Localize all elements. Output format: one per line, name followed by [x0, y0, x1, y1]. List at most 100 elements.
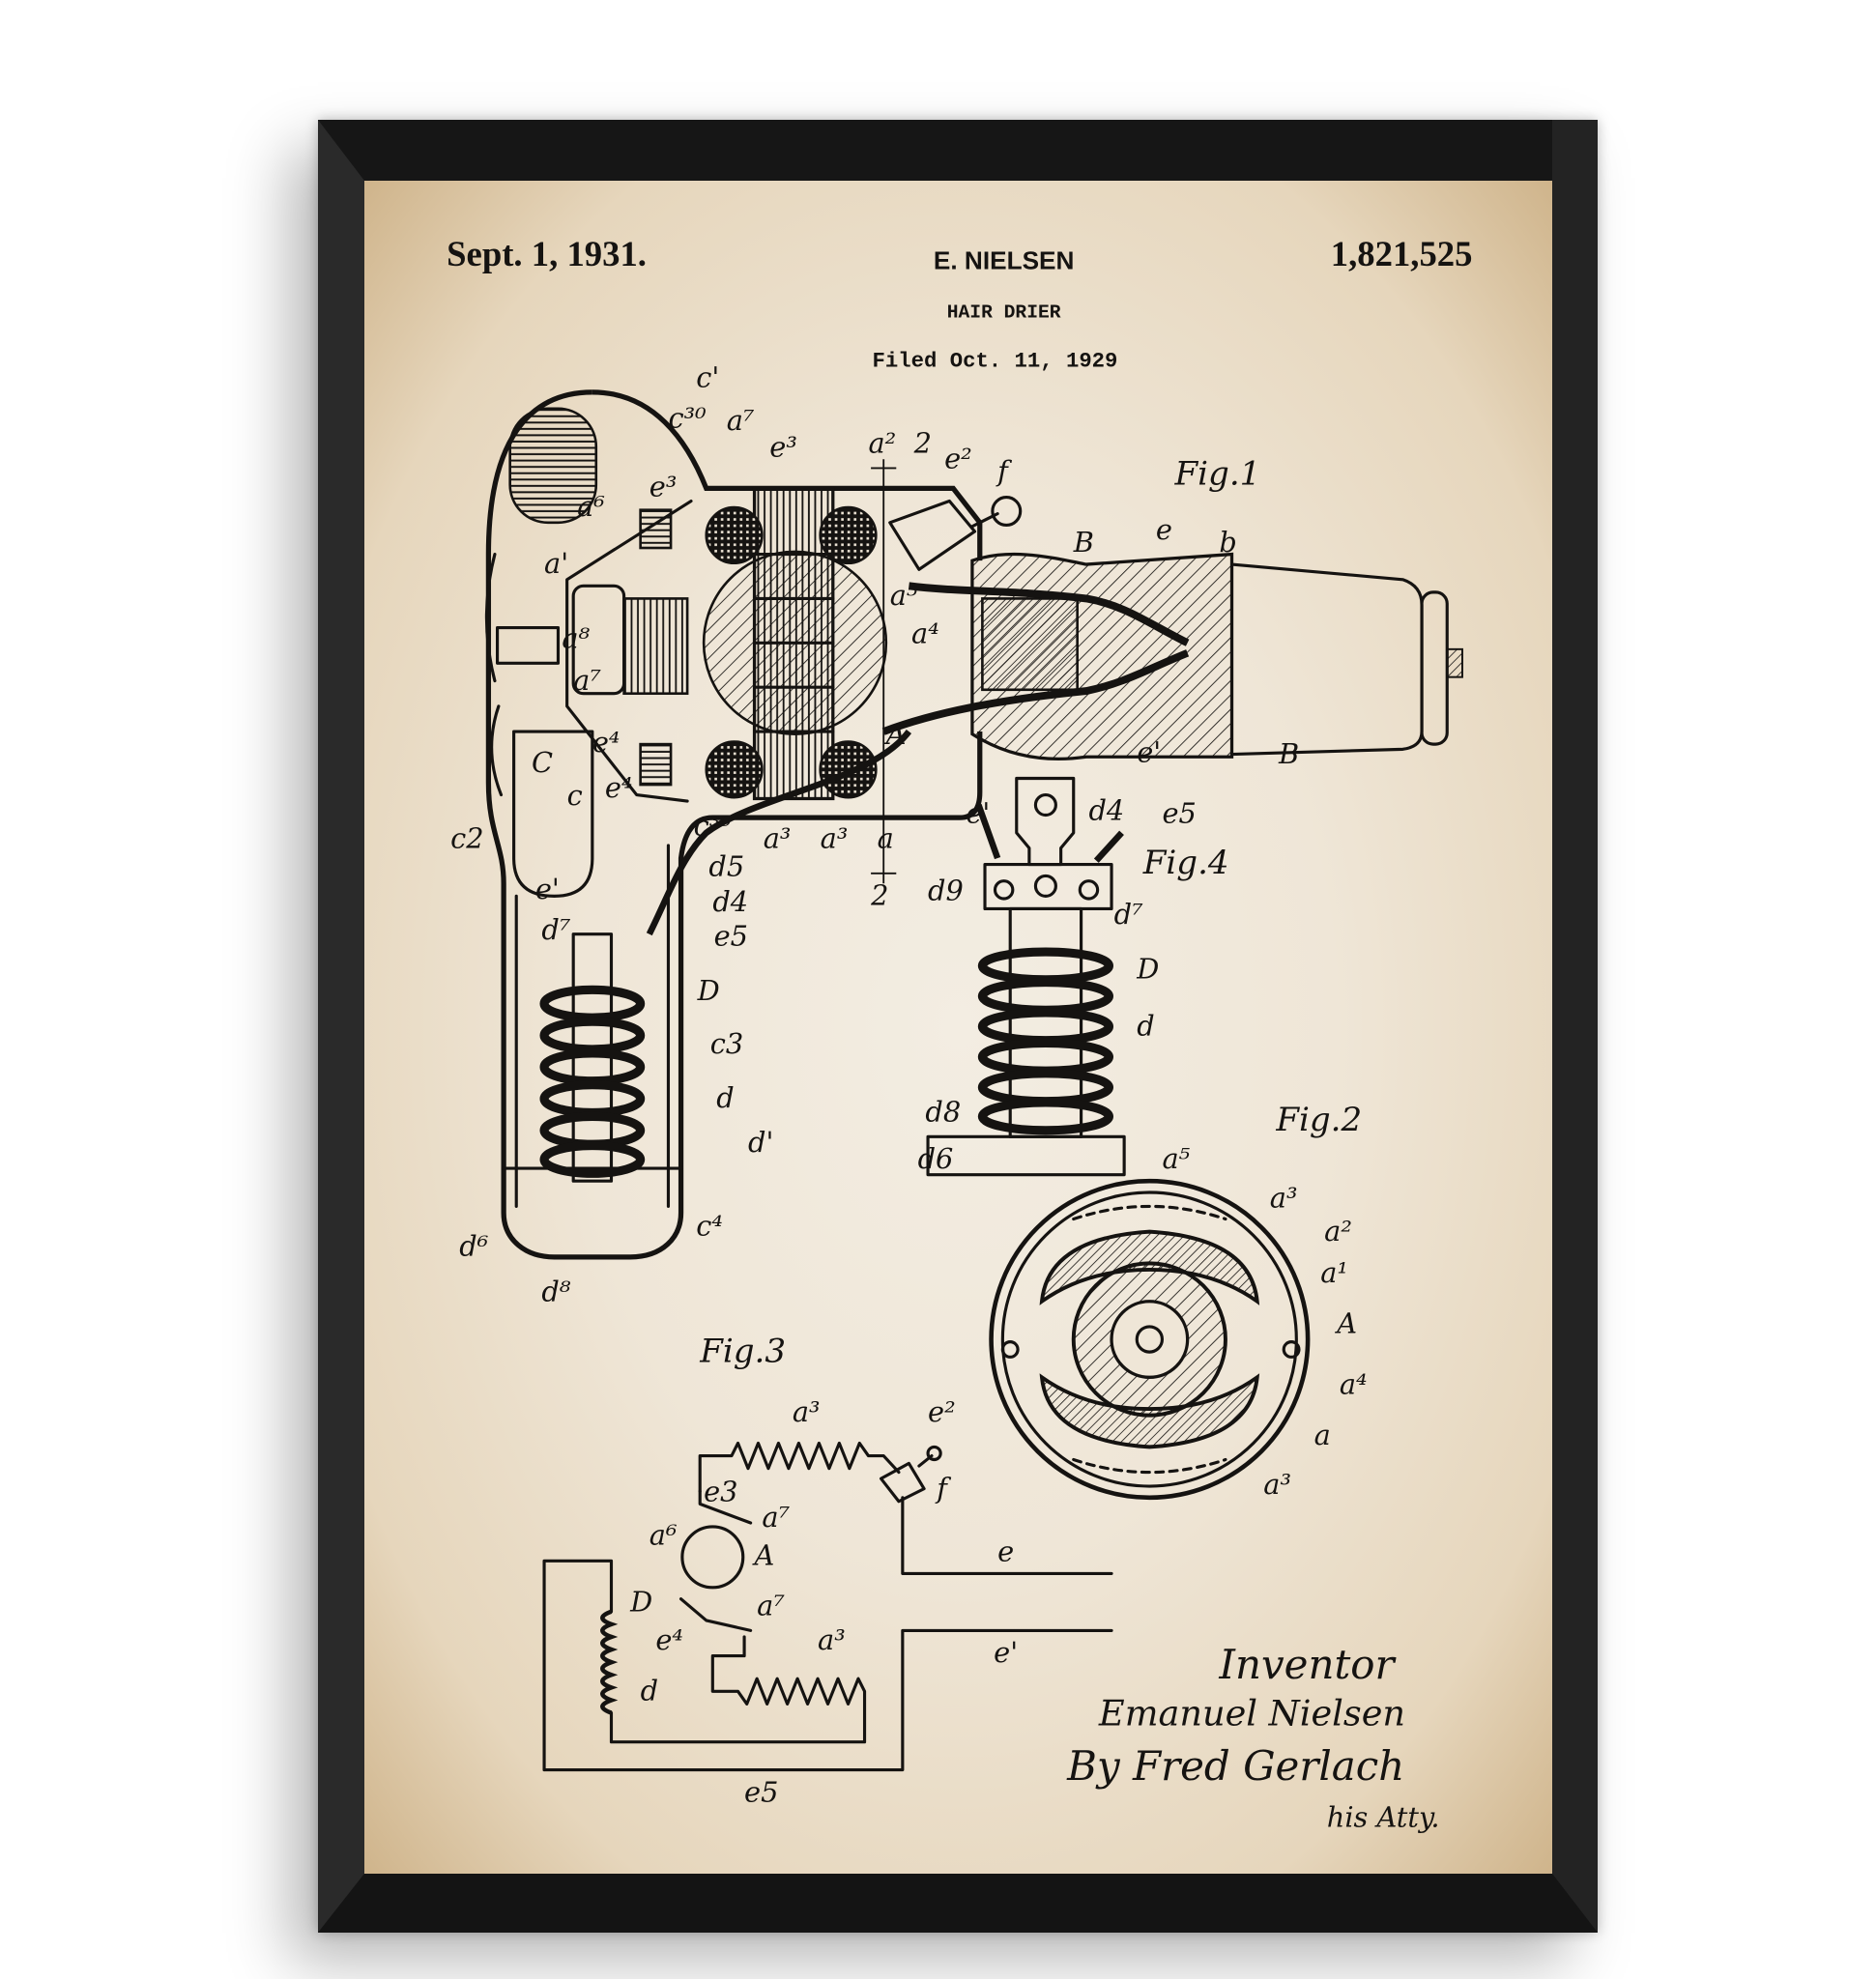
ref-label: c	[567, 779, 583, 812]
wire-e-prime	[881, 649, 1190, 735]
fan-blades-side	[484, 552, 504, 797]
patent-number: 1,821,525	[1331, 234, 1473, 273]
fan-blade-top	[508, 407, 598, 525]
ref-label: e²	[944, 442, 972, 474]
ref-label: a⁷	[757, 1590, 785, 1622]
terminal-hole	[1033, 792, 1057, 817]
frame-bevel-top	[318, 120, 1598, 181]
inventor-label: Inventor	[1218, 1641, 1397, 1688]
cord-stub	[1446, 647, 1463, 678]
ref-label: a³	[1263, 1468, 1291, 1501]
ref-label: a⁷	[762, 1501, 790, 1534]
ref-label: e³	[769, 431, 797, 464]
ref-label: e³	[649, 470, 678, 502]
ref-label: d	[641, 1674, 658, 1707]
housing-outline	[485, 389, 983, 1260]
ref-label: A	[1334, 1306, 1357, 1339]
terminal-plate	[983, 863, 1113, 911]
signature-block: Inventor Emanuel Nielsen By Fred Gerlach…	[1066, 1641, 1439, 1833]
section-line-2-2	[871, 459, 897, 884]
screw-icon	[993, 879, 1015, 901]
ref-label: a⁷	[573, 664, 601, 697]
ref-label: e	[1156, 513, 1172, 546]
terminal-tab	[1015, 776, 1076, 867]
resistor-a3-top	[698, 1441, 901, 1493]
field-coil	[705, 740, 764, 799]
ref-label: c2	[450, 822, 483, 855]
brush-leads	[678, 1489, 753, 1632]
ref-label: d⁸	[541, 1276, 570, 1308]
ref-label: D	[629, 1586, 652, 1619]
handle-grip	[1229, 562, 1424, 757]
motor-shaft	[496, 625, 561, 665]
heater-base	[926, 1134, 1126, 1177]
ref-label: a	[878, 822, 894, 855]
heater-coil-D	[977, 947, 1114, 1135]
figure-1-reference-labels: c' c³⁰ a⁷ e³ a² e² f e³ a⁶ B e b a' a⁵ a…	[450, 361, 1299, 1308]
wire-left	[542, 1559, 614, 1772]
outer-casing	[989, 1178, 1311, 1501]
ref-label: a⁴	[911, 617, 939, 649]
fig-1-label: Fig.1	[1174, 454, 1261, 493]
handle-end-cap	[1420, 590, 1449, 746]
figure-3-wiring-diagram: Fig.3 a³ e² f e3 a⁷ a⁶ A e D a⁷ e⁴ a³ e'…	[542, 1333, 1113, 1808]
wire-e	[901, 1496, 1113, 1576]
rotor-shaft	[1135, 1325, 1165, 1354]
attorney-signature: By Fred Gerlach	[1066, 1742, 1404, 1790]
heater-tube	[502, 844, 683, 1208]
figure-2-motor-cross-section: Fig.2 a⁵ a³ a² a¹ A a⁴ a a³	[989, 1101, 1368, 1501]
screw-icon	[1033, 874, 1057, 898]
mounting-hole	[1000, 1340, 1020, 1359]
ref-label: c³⁰	[668, 402, 707, 435]
ref-label: a	[1314, 1419, 1331, 1451]
rotor-hub	[1110, 1300, 1190, 1379]
attorney-suffix: his Atty.	[1327, 1801, 1440, 1834]
switch-knob	[991, 496, 1023, 528]
lower-cavity	[512, 730, 594, 898]
commutator	[622, 597, 689, 696]
ref-label: e'	[535, 873, 560, 905]
ref-label: c3	[710, 1027, 743, 1060]
ref-label: D	[1136, 953, 1159, 986]
ref-label: e²	[928, 1395, 956, 1428]
ref-label: a⁴	[1340, 1367, 1368, 1400]
ref-label: a²	[1324, 1215, 1352, 1248]
ref-label: A	[752, 1538, 775, 1571]
ref-label: a⁵	[890, 579, 918, 612]
inventor-signature: Emanuel Nielsen	[1098, 1693, 1405, 1735]
ref-label: a⁵	[1162, 1142, 1190, 1175]
ref-label: A	[883, 718, 907, 751]
stator-laminations	[752, 552, 835, 733]
ref-label: e⁴	[592, 726, 621, 759]
ref-label: d⁶	[459, 1230, 488, 1263]
frame-bevel-bottom	[318, 1874, 1598, 1933]
ref-label: d4	[1088, 794, 1124, 827]
ref-label: c'	[696, 361, 719, 394]
inner-fan-housing	[565, 499, 693, 803]
ref-label: e5	[714, 919, 748, 952]
ref-label: d	[716, 1081, 734, 1114]
ref-label: d8	[925, 1096, 961, 1129]
heater-coil-d	[539, 985, 646, 1178]
ref-label: d'	[748, 1126, 773, 1159]
figure-4-heater-unit: Fig.4 e' d4 e5 d9 d⁷ D d d8 d6	[918, 776, 1229, 1177]
patent-title: HAIR DRIER	[947, 302, 1061, 324]
ref-label: e⁴	[605, 771, 633, 804]
frame-bevel-right	[1552, 120, 1598, 1933]
ref-label: a³	[821, 822, 849, 855]
patent-date: Sept. 1, 1931.	[447, 234, 647, 273]
ref-label: a³	[764, 822, 792, 855]
switch-body	[888, 499, 977, 571]
ref-label: e'	[966, 796, 990, 829]
ref-label: D	[697, 974, 720, 1007]
ref-label: e'	[994, 1636, 1018, 1669]
ref-label: e'	[1137, 735, 1161, 768]
ref-label: c³⁰	[694, 809, 733, 842]
patent-print: Sept. 1, 1931. E. NIELSEN HAIR DRIER Fil…	[364, 181, 1552, 1874]
ref-label: e	[997, 1534, 1014, 1567]
ref-label: d4	[712, 885, 748, 918]
ref-label: a⁶	[577, 490, 605, 523]
ref-label: d⁷	[541, 913, 570, 946]
ref-label: e3	[704, 1476, 737, 1508]
ref-label: f	[935, 1472, 951, 1505]
